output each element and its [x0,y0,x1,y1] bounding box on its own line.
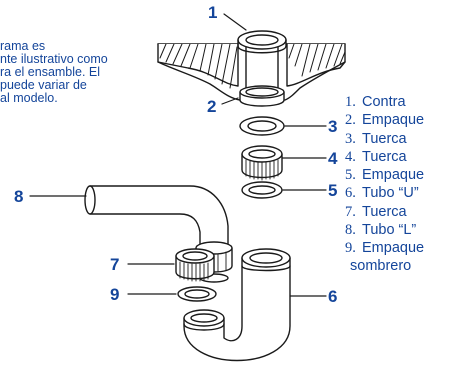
part-3-washer [239,116,285,136]
callout-7: 7 [110,255,119,274]
sink-basin [157,43,346,101]
illustrative-note: rama es nte ilustrativo como ra el ensam… [0,40,152,105]
part-7-nut [175,248,215,282]
note-line: ra el ensamble. El [0,65,101,79]
callout-3: 3 [328,117,337,136]
callout-4: 4 [328,149,338,168]
part-6-u-tube [183,248,291,362]
callout-9: 9 [110,285,119,304]
legend-item: 8.Tubo “L” [345,222,417,239]
legend-item: 3.Tuerca [345,130,407,147]
part-4-nut [241,145,283,181]
legend-item: 5.Empaque [345,167,425,184]
note-line: puede variar de [0,78,87,92]
part-2-gasket [239,85,285,107]
parts-legend: 1.Contra 2.Empaque 3.Tuerca 4.Tuerca 5.E… [345,93,425,275]
legend-item: 1.Contra [345,94,406,110]
legend-item: 6.Tubo “U” [345,185,419,202]
legend-item: 2.Empaque [345,112,425,129]
callout-8: 8 [14,187,23,206]
legend-item: 7.Tuerca [345,203,407,220]
note-line: rama es [0,39,46,53]
note-line: al modelo. [0,91,58,105]
note-line: nte ilustrativo como [0,52,108,66]
part-5-gasket [241,181,283,199]
legend-item: 4.Tuerca [345,148,407,165]
part-9-gasket [177,286,217,302]
leader-lines [29,13,327,297]
callout-6: 6 [328,287,337,306]
callout-2: 2 [207,97,216,116]
callout-1: 1 [208,3,217,22]
callout-5: 5 [328,181,337,200]
